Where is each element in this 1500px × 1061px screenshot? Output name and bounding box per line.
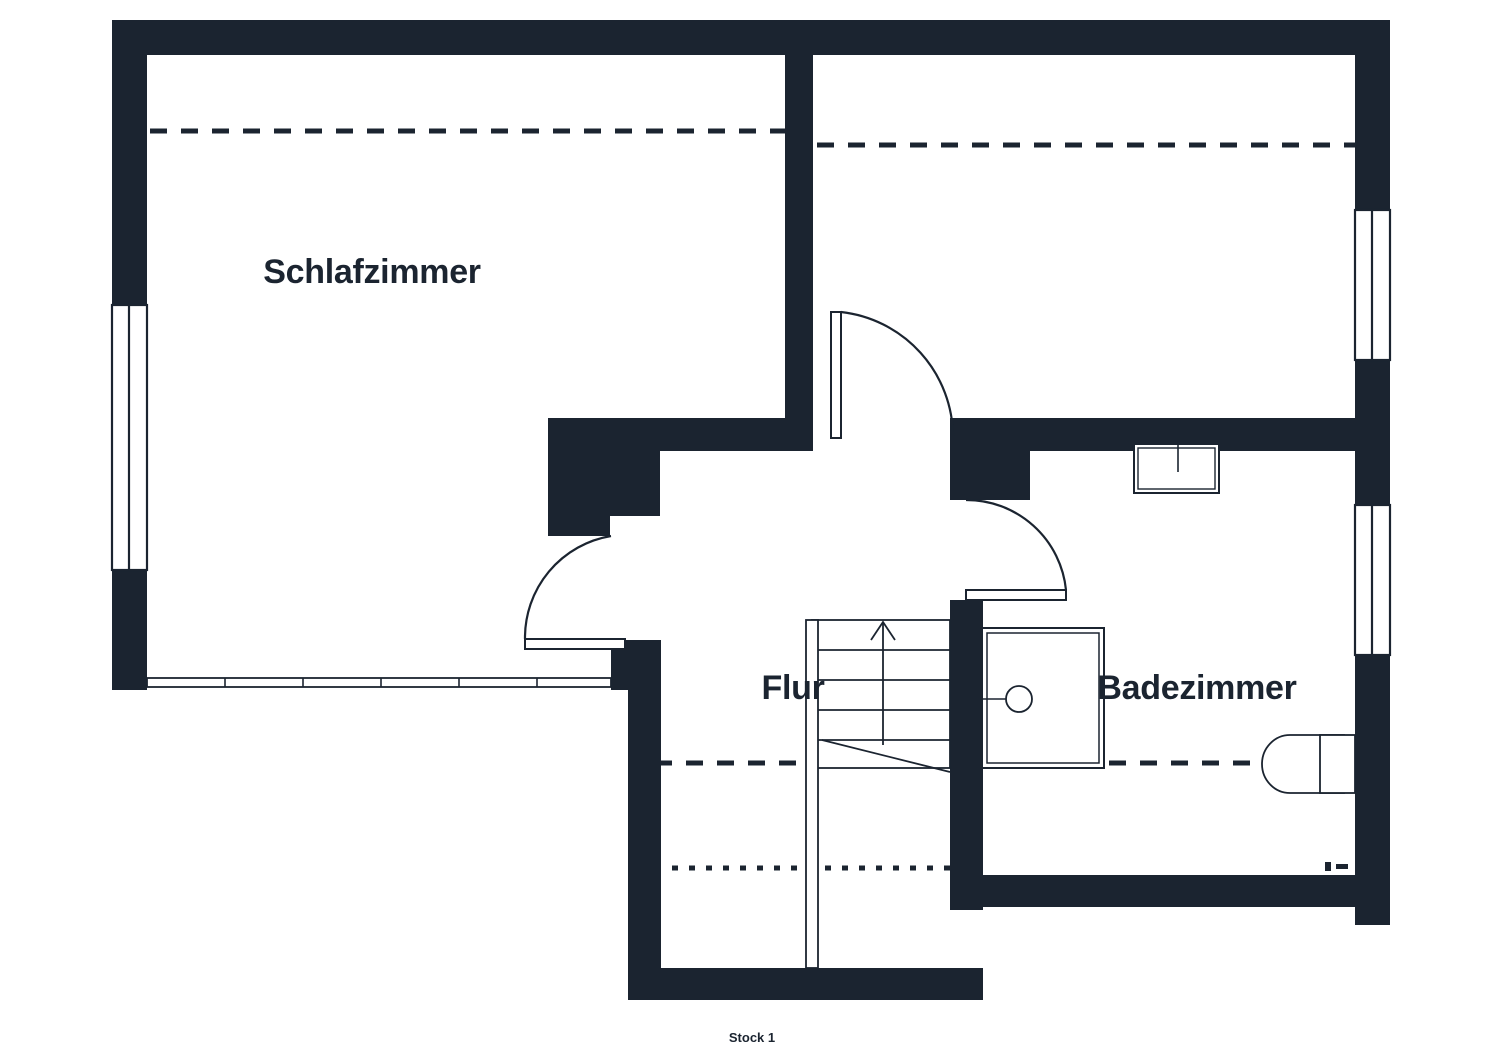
vanity-sink-fixture — [1133, 443, 1220, 494]
stair-up-arrow-icon — [870, 620, 896, 745]
plan-caption: Stock 1 — [729, 1030, 775, 1045]
door-upper-right-room[interactable] — [830, 310, 955, 439]
wall-exterior-top — [112, 20, 1390, 55]
wall-structure — [112, 20, 1390, 1000]
window-left-wall — [110, 303, 149, 572]
wall-interior-flur-left — [628, 640, 661, 1000]
shower-drain-icon — [1005, 685, 1033, 713]
wall-exterior-bath-bottom-right — [1358, 875, 1390, 907]
roof-slope-lines — [150, 128, 1355, 871]
wall-interior-hall-right-stub — [950, 418, 1030, 500]
door-schlafzimmer[interactable] — [523, 534, 626, 650]
wall-exterior-flur-bottom — [628, 968, 983, 1000]
staircase — [805, 619, 951, 969]
wall-interior-hall-left-stub — [548, 418, 610, 536]
wall-exterior-right-top — [1355, 20, 1390, 210]
room-label-schlafzimmer: Schlafzimmer — [263, 253, 481, 291]
wall-interior-railing-right-post — [611, 660, 661, 690]
toilet-fixture — [1261, 734, 1356, 794]
stair-cut-line — [821, 739, 951, 773]
room-label-badezimmer: Badezimmer — [1097, 669, 1296, 707]
wall-exterior-bath-bottom — [950, 875, 1390, 907]
wall-interior-flur-bath-divider — [950, 600, 983, 910]
stair-balustrade — [805, 619, 819, 969]
windows-group — [110, 208, 1392, 657]
wall-exterior-left-lower — [112, 570, 147, 690]
wall-interior-hall-left-stub-2 — [610, 418, 660, 516]
stair-flight — [811, 619, 951, 769]
wall-exterior-left-upper — [112, 20, 147, 305]
bathroom-fixtures — [981, 443, 1356, 871]
wall-interior-central-vertical — [785, 20, 813, 435]
door-badezimmer[interactable] — [965, 498, 1068, 601]
shower-fixture — [981, 627, 1105, 769]
room-label-flur: Flur — [761, 669, 824, 707]
railing-partition — [146, 677, 612, 688]
bath-corner-marker — [1325, 862, 1348, 871]
doors-group — [523, 310, 1068, 650]
window-right-wall-lower — [1353, 503, 1392, 657]
window-right-wall-upper — [1353, 208, 1392, 362]
